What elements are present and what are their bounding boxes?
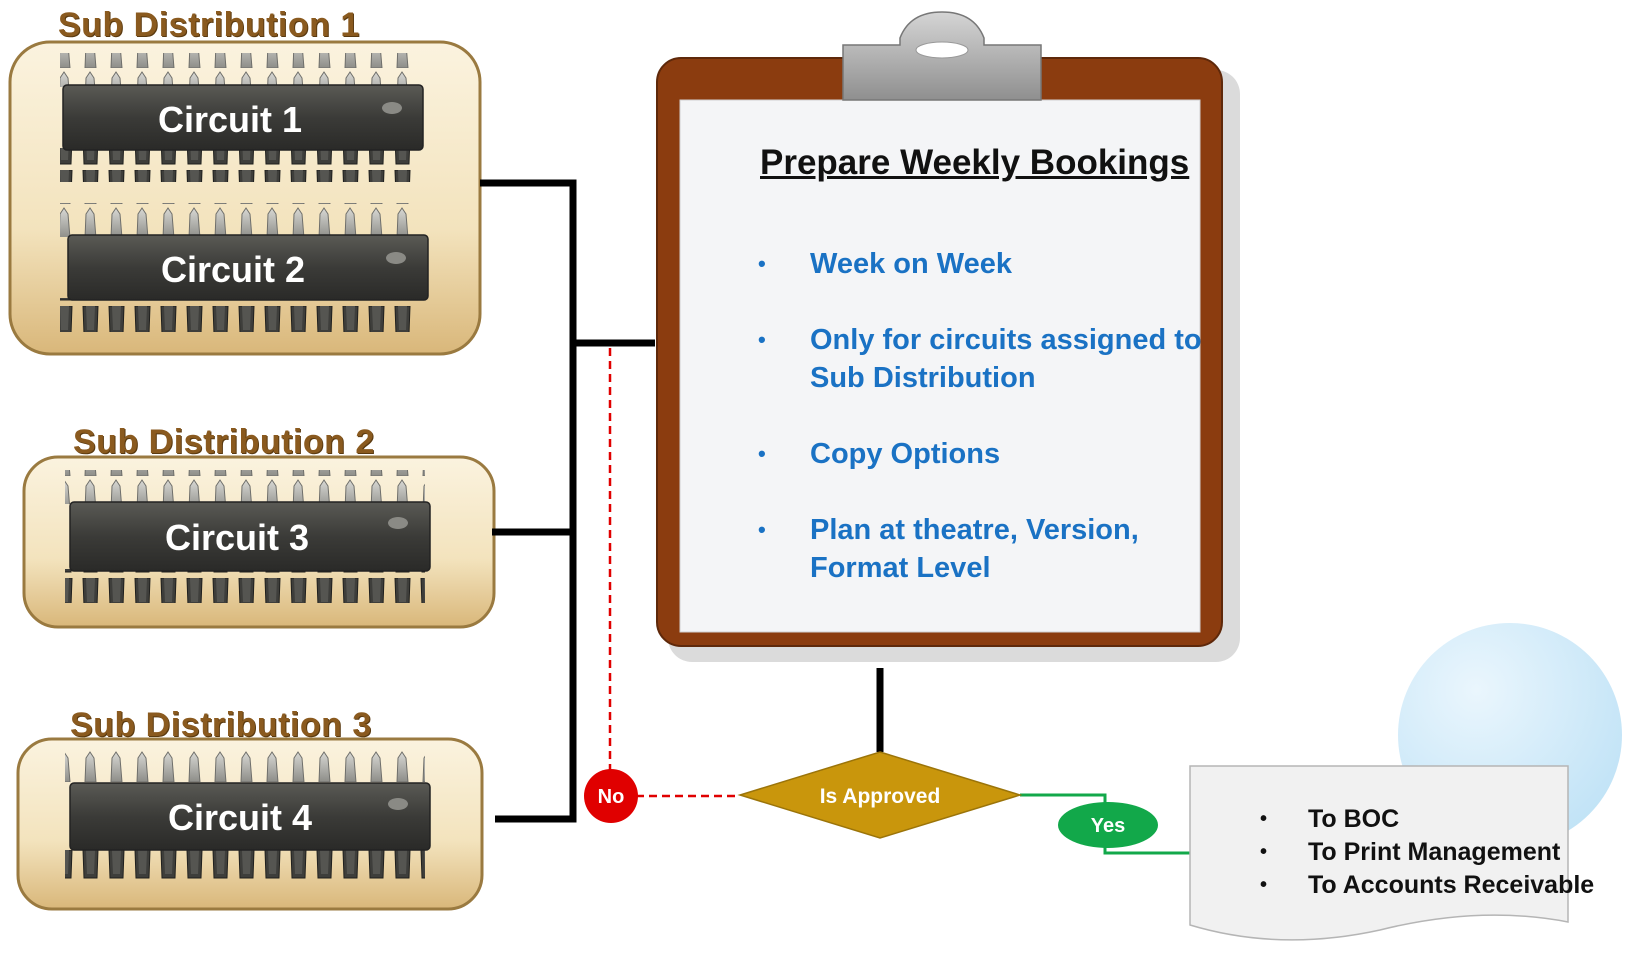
sub-distribution-3-title: Sub Distribution 3 — [70, 706, 372, 744]
bullet-text: Plan at theatre, Version, Format Level — [810, 514, 1139, 584]
no-label: No — [598, 786, 625, 808]
circuit-1-label: Circuit 1 — [158, 99, 302, 140]
sub-distribution-1-title: Sub Distribution 1 — [58, 6, 360, 44]
bullet-text: Copy Options — [810, 438, 1001, 470]
clipboard-bullet: •Only for circuits assigned to Sub Distr… — [758, 324, 1202, 394]
yes-label: Yes — [1091, 815, 1125, 837]
clipboard-bullet: •Week on Week — [758, 248, 1013, 280]
output-item-text: To BOC — [1308, 805, 1400, 833]
yes-badge: Yes — [1058, 802, 1158, 848]
circuit-4-label: Circuit 4 — [168, 797, 312, 838]
no-path — [608, 348, 740, 798]
clipboard-title: Prepare Weekly Bookings — [760, 143, 1190, 182]
clipboard-bullet: •Plan at theatre, Version, Format Level — [758, 514, 1139, 584]
no-badge: No — [584, 769, 638, 823]
bullet-text: Only for circuits assigned to Sub Distri… — [810, 324, 1202, 394]
output-list: •To BOC •To Print Management •To Account… — [1240, 803, 1600, 902]
output-item: •To Print Management — [1260, 838, 1561, 866]
circuit-4-chip: Circuit 4 — [65, 751, 431, 882]
bullet-text: Week on Week — [810, 248, 1013, 280]
output-item: •To Accounts Receivable — [1260, 871, 1595, 899]
circuit-3-label: Circuit 3 — [165, 517, 309, 558]
decision-label: Is Approved — [820, 785, 941, 808]
connector-lines — [480, 179, 884, 823]
circuit-2-label: Circuit 2 — [161, 249, 305, 290]
clipboard-bullet: •Copy Options — [758, 438, 1001, 470]
circuit-3-chip: Circuit 3 — [65, 470, 431, 603]
output-item: •To BOC — [1260, 805, 1400, 833]
output-document — [1189, 765, 1569, 941]
circuit-1-chip: Circuit 1 — [60, 53, 424, 182]
output-item-text: To Print Management — [1308, 838, 1561, 866]
clipboard — [656, 11, 1240, 662]
decision-diamond: Is Approved — [737, 751, 1023, 839]
circuit-2-chip: Circuit 2 — [60, 203, 429, 332]
sub-distribution-2-title: Sub Distribution 2 — [73, 423, 375, 461]
clipboard-bullet-list: •Week on Week •Only for circuits assigne… — [758, 245, 1238, 625]
output-item-text: To Accounts Receivable — [1308, 871, 1595, 899]
